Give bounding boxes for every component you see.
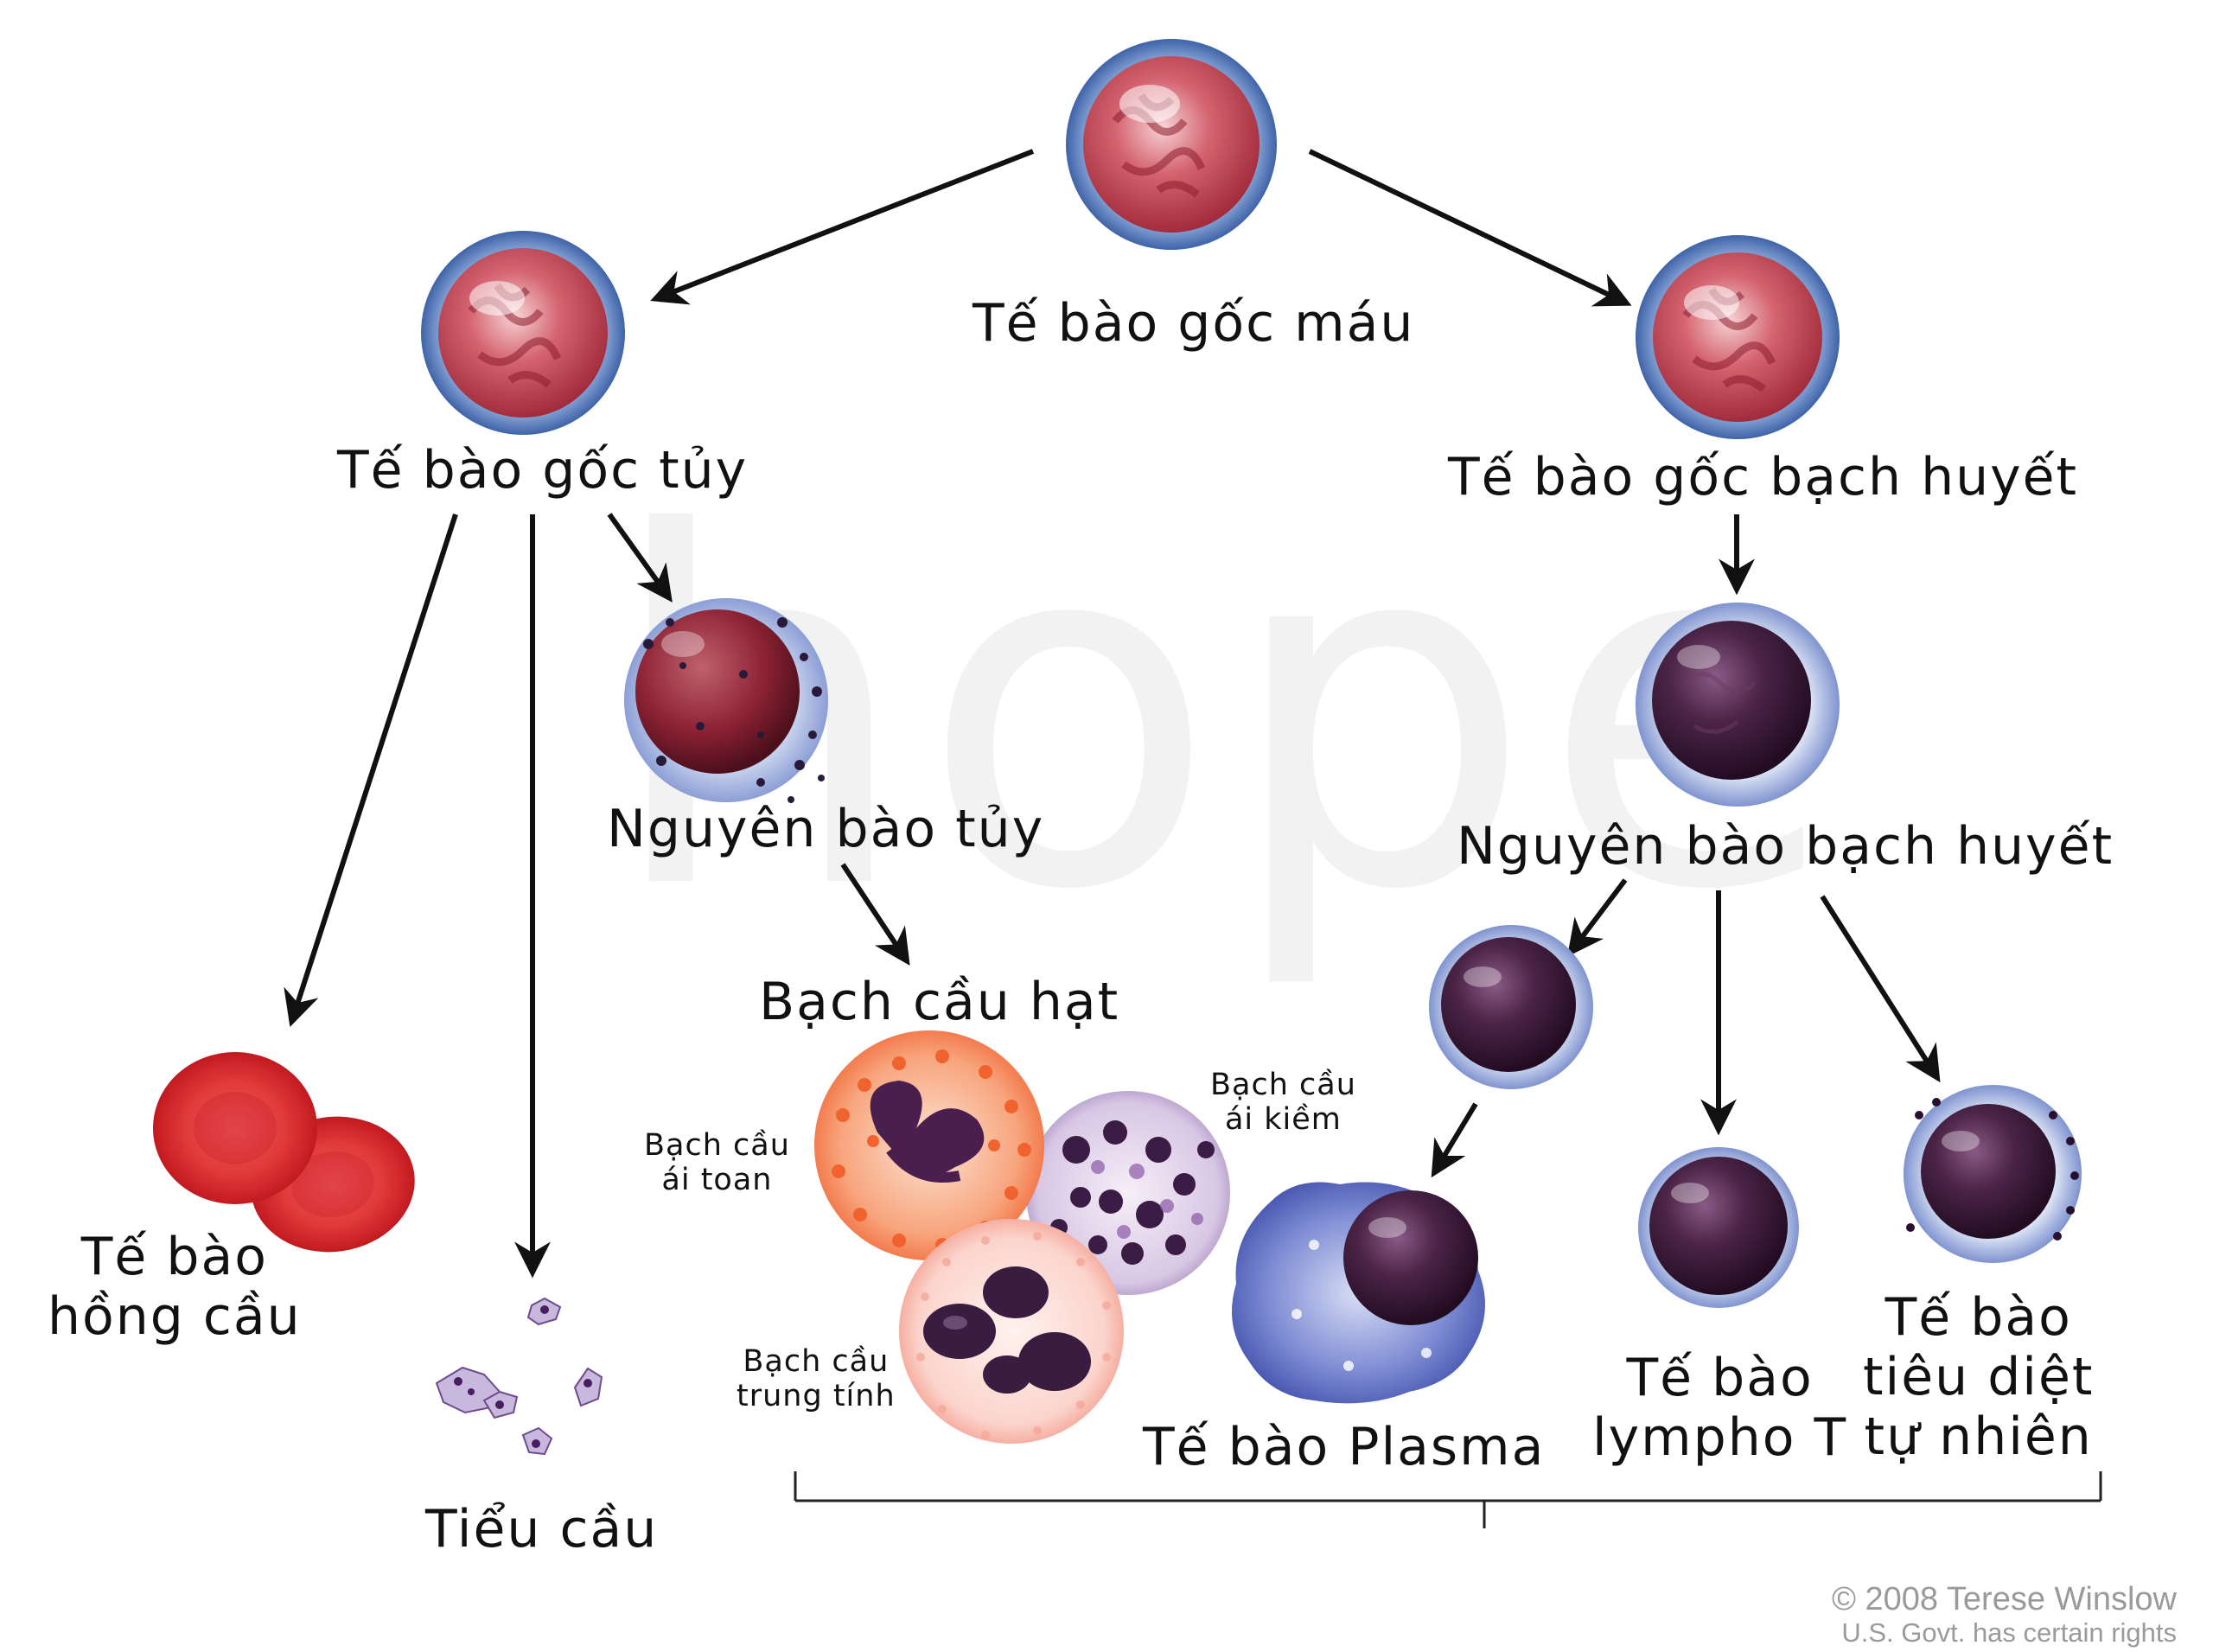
hematopoietic-stem-cell bbox=[1066, 39, 1277, 250]
arrow-myeloid-to-myeloblast bbox=[607, 513, 673, 603]
label-hematopoietic-stem-cell: Tế bào gốc máu bbox=[973, 293, 1415, 354]
label-red-blood-cell-line1: Tế bào bbox=[80, 1227, 268, 1287]
t-lymphocyte-cell bbox=[1638, 1147, 1799, 1308]
label-plasma-cell: Tế bào Plasma bbox=[1143, 1417, 1546, 1477]
label-nk-cell: Tế bào tiêu diệt tự nhiên bbox=[1863, 1288, 2094, 1467]
label-red-blood-cell: Tế bào hồng cầu bbox=[48, 1228, 302, 1347]
label-neutrophil-line2: trung tính bbox=[737, 1379, 896, 1414]
arrow-lymphoblast-to-nk bbox=[1820, 895, 1941, 1083]
label-nk-cell-line3: tự nhiên bbox=[1864, 1406, 2093, 1467]
nk-cell bbox=[1904, 1085, 2082, 1263]
arrow-hsc-to-myeloid bbox=[650, 149, 1035, 305]
myeloid-stem-cell bbox=[421, 231, 625, 435]
platelets bbox=[435, 1297, 603, 1456]
label-nk-cell-line2: tiêu diệt bbox=[1863, 1347, 2095, 1407]
arrow-b-to-plasma bbox=[1431, 1102, 1478, 1178]
myeloblast-cell bbox=[624, 598, 828, 803]
red-blood-cells bbox=[153, 1052, 415, 1253]
label-myeloblast: Nguyên bào tủy bbox=[607, 799, 1045, 859]
label-basophil-line1: Bạch cầu bbox=[1210, 1068, 1356, 1102]
copyright-line2: U.S. Govt. has certain rights bbox=[1841, 1617, 2177, 1648]
label-basophil: Bạch cầu ái kiềm bbox=[1210, 1068, 1356, 1138]
arrow-hsc-to-lymphoid bbox=[1308, 149, 1632, 307]
plasma-cell bbox=[1232, 1182, 1485, 1404]
label-t-lymphocyte-line1: Tế bào bbox=[1626, 1348, 1814, 1408]
label-basophil-line2: ái kiềm bbox=[1224, 1102, 1342, 1138]
label-myeloid-stem-cell: Tế bào gốc tủy bbox=[337, 440, 749, 501]
label-eosinophil-line2: ái toan bbox=[661, 1163, 773, 1198]
label-t-lymphocyte: Tế bào lympho T bbox=[1592, 1349, 1847, 1468]
label-red-blood-cell-line2: hồng cầu bbox=[48, 1286, 302, 1347]
lymphoblast-cell bbox=[1636, 603, 1840, 807]
label-eosinophil: Bạch cầu ái toan bbox=[644, 1128, 790, 1198]
arrow-lymphoblast-to-b bbox=[1566, 878, 1628, 957]
label-neutrophil: Bạch cầu trung tính bbox=[737, 1344, 896, 1414]
label-platelets: Tiểu cầu bbox=[425, 1499, 659, 1560]
label-granulocytes: Bạch cầu hạt bbox=[759, 972, 1120, 1032]
neutrophil-cell bbox=[899, 1219, 1124, 1444]
label-lymphoid-stem-cell: Tế bào gốc bạch huyết bbox=[1448, 447, 2079, 507]
label-nk-cell-line1: Tế bào bbox=[1885, 1287, 2072, 1348]
lymphoid-stem-cell bbox=[1636, 235, 1840, 439]
copyright: © 2008 Terese Winslow U.S. Govt. has cer… bbox=[1831, 1581, 2177, 1648]
label-neutrophil-line1: Bạch cầu bbox=[743, 1344, 890, 1379]
label-t-lymphocyte-line2: lympho T bbox=[1592, 1407, 1848, 1468]
label-eosinophil-line1: Bạch cầu bbox=[644, 1128, 790, 1163]
arrows bbox=[284, 149, 1941, 1279]
b-lymphocyte-cell bbox=[1429, 925, 1593, 1089]
arrow-myeloblast-to-granulocytes bbox=[840, 863, 910, 966]
label-lymphoblast: Nguyên bào bạch huyết bbox=[1457, 816, 2114, 877]
arrow-myeloid-to-rbc bbox=[284, 513, 458, 1027]
copyright-line1: © 2008 Terese Winslow bbox=[1831, 1581, 2177, 1617]
white-blood-cell-bracket bbox=[794, 1471, 2102, 1528]
